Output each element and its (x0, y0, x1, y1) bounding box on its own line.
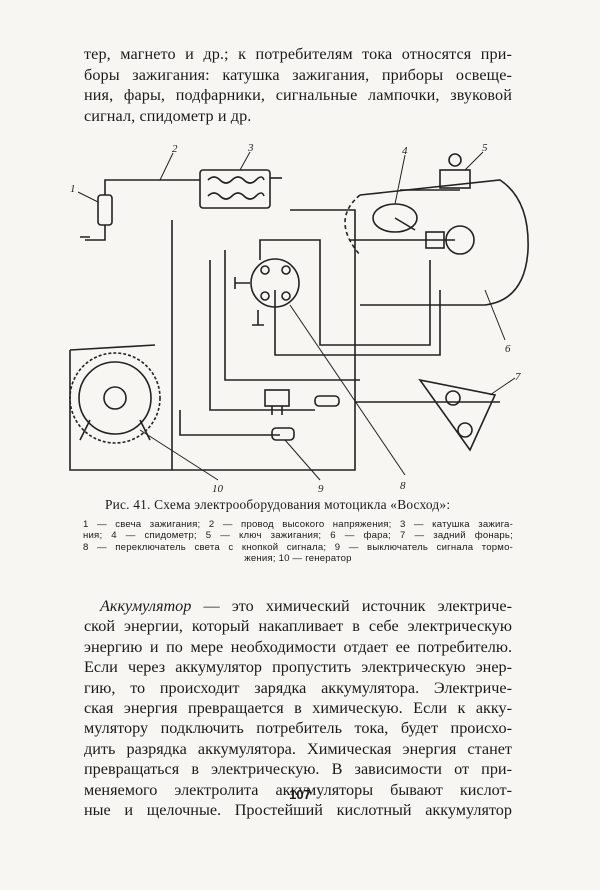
callout-7: 7 (515, 371, 521, 383)
speedometer (372, 203, 418, 233)
callout-2: 2 (172, 143, 178, 155)
callout-8: 8 (400, 480, 406, 492)
callout-6: 6 (505, 343, 511, 355)
leader-lines (77, 151, 516, 481)
text-line: ской энергии, который накапливает в себе… (84, 617, 512, 636)
legend-line: 8 — переключатель света с кнопкой сигнал… (83, 541, 513, 553)
text-line: мулятору подключить потребитель тока, бу… (84, 719, 512, 738)
ignition-coil (199, 169, 282, 209)
headlamp-bulb (425, 225, 475, 255)
light-switch (234, 258, 300, 326)
page-number: 107 (289, 787, 311, 802)
generator (69, 352, 161, 444)
wire-gen-top (69, 344, 156, 351)
text-line: сигнал, спидометр и др. (84, 106, 252, 125)
text-line: Если через аккумулятор пропустить электр… (84, 658, 512, 677)
text-line: превращаться в электрическую. В зависимо… (84, 760, 512, 779)
wire-generator (69, 350, 172, 471)
text-line: ская энергия превращается в химическую. … (84, 699, 512, 718)
wire-switch (259, 239, 431, 346)
text-line: ные и щелочные. Простейший кислотный акк… (84, 801, 512, 820)
callout-9: 9 (318, 483, 324, 495)
text-line: меняемого электролита аккумуляторы бываю… (84, 780, 512, 799)
callout-5: 5 (482, 142, 488, 154)
wire-main-loop (171, 209, 356, 471)
brake-switch (264, 389, 340, 441)
wire-switch-2 (274, 290, 441, 356)
legend-line: ния; 4 — спидометр; 5 — ключ зажигания; … (83, 530, 513, 542)
text-line: гию, то происходит зарядка аккумулятора.… (84, 678, 512, 697)
text-line: Аккумулятор — это химический источник эл… (84, 596, 512, 616)
headlight-housing (359, 179, 529, 306)
text-line: ния, фары, подфарники, сигнальные лампоч… (84, 86, 512, 104)
legend-line: жения; 10 — генератор (244, 552, 352, 564)
wire-inner-loop (224, 250, 360, 381)
spark-plug (80, 179, 120, 241)
wire-group (69, 179, 529, 471)
text-line: тер, магнето и др.; к потребителям тока … (84, 45, 512, 63)
tail-light (418, 378, 497, 452)
callout-10: 10 (212, 483, 224, 495)
figure-caption-title: Рис. 41. Схема электрооборудования мотоц… (105, 497, 451, 512)
top-paragraph: тер, магнето и др.; к потребителям тока … (84, 44, 512, 126)
callout-1: 1 (70, 183, 76, 195)
ignition-key (439, 153, 471, 189)
body-paragraph: Аккумулятор — это химический источник эл… (84, 596, 512, 820)
callout-4: 4 (402, 145, 408, 157)
callout-3: 3 (247, 142, 254, 154)
text-line: энергию и по мере необходимости отдает е… (84, 637, 512, 656)
text-line: дить разрядка аккумулятора. Химическая э… (84, 739, 512, 758)
wiring-diagram: 1 2 3 4 5 6 7 8 9 10 (69, 142, 529, 495)
legend-line: 1 — свеча зажигания; 2 — провод высокого… (83, 519, 513, 530)
headlight-outline (344, 194, 361, 256)
wire-left-loop (209, 260, 315, 411)
wire-brake (179, 410, 280, 436)
text-line-rest: — это химический источник электриче- (191, 597, 513, 615)
term-italic: Аккумулятор (100, 597, 192, 615)
text-line: боры зажигания: катушка зажигания, прибо… (84, 65, 512, 84)
figure-legend: 1 — свеча зажигания; 2 — провод высокого… (83, 519, 513, 564)
